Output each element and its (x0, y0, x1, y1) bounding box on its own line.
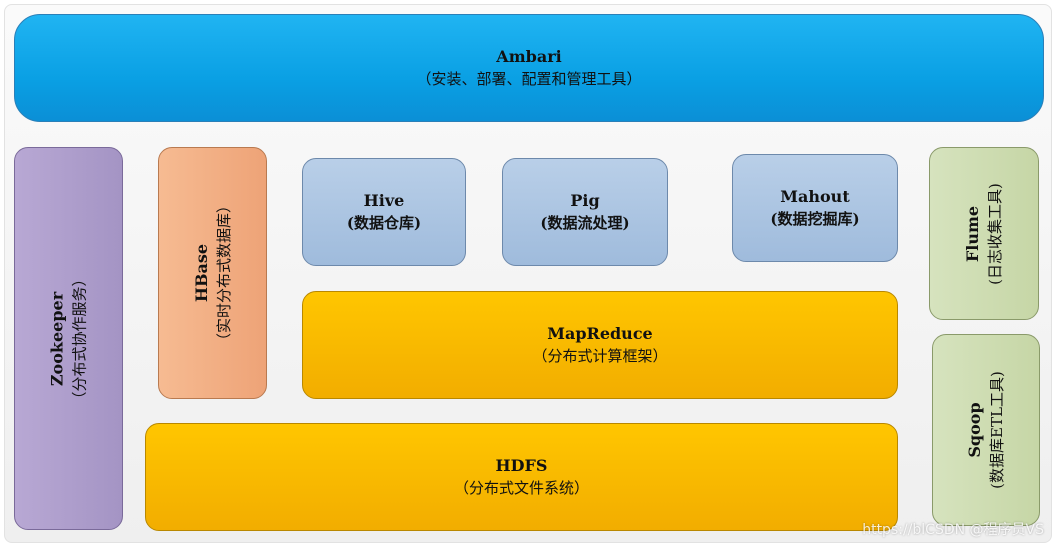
watermark-text: https://blCSDN @程序员VS (862, 522, 1044, 538)
hdfs-desc: （分布式文件系统） (453, 479, 589, 497)
hdfs-box: HDFS （分布式文件系统） (145, 423, 898, 531)
mapreduce-desc: （分布式计算框架） (532, 347, 668, 365)
hive-desc: (数据仓库) (346, 214, 422, 232)
pig-box: Pig (数据流处理) (502, 158, 668, 266)
hbase-desc: （实时分布式数据库） (214, 197, 233, 349)
ambari-box: Ambari （安装、部署、配置和管理工具） (14, 14, 1044, 122)
sqoop-desc: (数据库ETL工具) (988, 371, 1006, 489)
mahout-box: Mahout (数据挖掘库) (732, 154, 898, 262)
flume-desc: (日志收集工具) (986, 182, 1004, 285)
zookeeper-name: Zookeeper (47, 291, 67, 386)
pig-desc: (数据流处理) (540, 214, 630, 232)
zookeeper-box: Zookeeper （分布式协作服务） (14, 147, 123, 530)
hbase-box: HBase （实时分布式数据库） (158, 147, 267, 399)
hdfs-name: HDFS (495, 456, 548, 475)
hbase-name: HBase (191, 243, 211, 303)
pig-name: Pig (570, 191, 600, 210)
mapreduce-box: MapReduce （分布式计算框架） (302, 291, 898, 399)
flume-name: Flume (963, 205, 982, 262)
sqoop-name: Sqoop (965, 402, 984, 458)
sqoop-box: Sqoop (数据库ETL工具) (932, 334, 1040, 526)
ambari-name: Ambari (496, 47, 562, 66)
mapreduce-name: MapReduce (547, 324, 653, 343)
flume-box: Flume (日志收集工具) (929, 147, 1039, 320)
hive-name: Hive (363, 191, 405, 210)
ambari-desc: （安装、部署、配置和管理工具） (416, 70, 642, 88)
mahout-desc: (数据挖掘库) (770, 210, 860, 228)
zookeeper-desc: （分布式协作服务） (70, 270, 89, 407)
mahout-name: Mahout (780, 187, 850, 206)
hive-box: Hive (数据仓库) (302, 158, 466, 266)
